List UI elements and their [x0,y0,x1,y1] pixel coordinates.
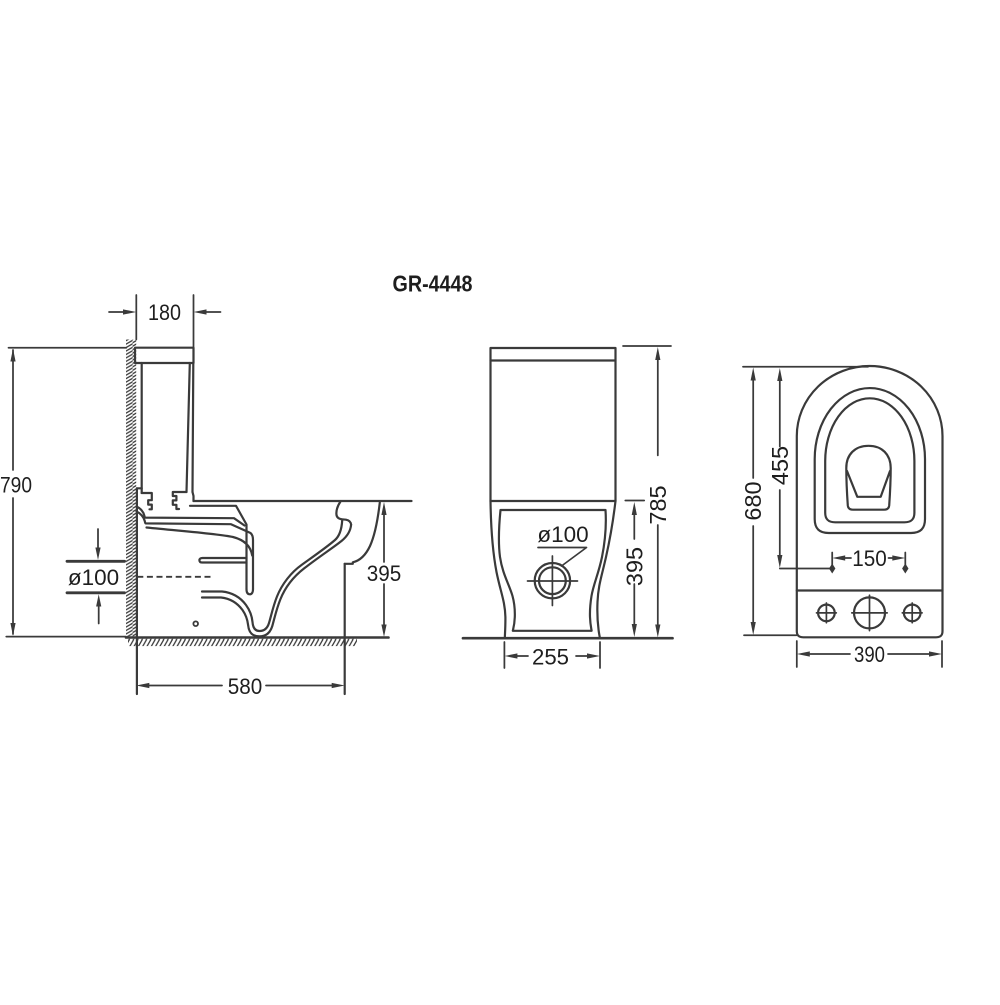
svg-text:180: 180 [148,300,181,325]
svg-text:680: 680 [740,481,766,520]
svg-text:GR-4448: GR-4448 [393,271,473,297]
svg-text:790: 790 [0,473,32,498]
svg-text:395: 395 [367,561,402,586]
svg-text:ø100: ø100 [68,565,119,590]
svg-text:255: 255 [532,645,569,670]
svg-text:455: 455 [767,446,793,485]
svg-text:ø100: ø100 [537,522,588,547]
svg-text:390: 390 [854,642,885,667]
svg-text:395: 395 [621,547,647,586]
svg-text:150: 150 [852,546,887,571]
svg-text:580: 580 [228,674,263,699]
svg-text:785: 785 [645,485,671,524]
